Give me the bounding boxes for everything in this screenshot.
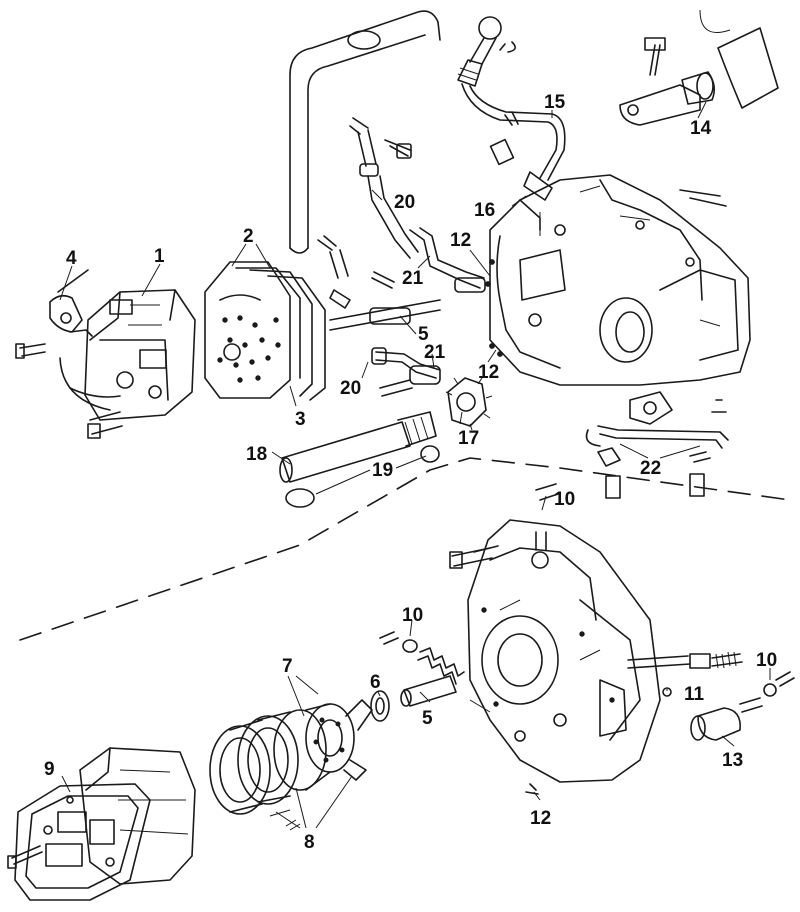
callout-14: 14 bbox=[690, 118, 712, 139]
callout-3: 3 bbox=[295, 409, 306, 430]
callout-18: 18 bbox=[246, 444, 267, 465]
callout-11: 11 bbox=[684, 684, 705, 705]
callout-12-bottom: 12 bbox=[530, 808, 551, 829]
callout-17: 17 bbox=[458, 428, 479, 449]
leader-lines-lower bbox=[61, 495, 771, 829]
hose-set bbox=[317, 117, 486, 397]
callout-16: 16 bbox=[474, 200, 495, 221]
solenoid-connector bbox=[15, 269, 93, 359]
lower-transmission-housing bbox=[449, 519, 661, 783]
callout-6: 6 bbox=[370, 672, 381, 693]
callout-21-lower: 21 bbox=[424, 342, 446, 363]
seal-ring bbox=[370, 690, 390, 722]
callout-10-right: 10 bbox=[756, 650, 777, 671]
section-divider-dashed-line bbox=[19, 457, 791, 641]
callout-13: 13 bbox=[722, 750, 743, 771]
leader-lines-upper bbox=[59, 101, 707, 495]
dipstick-tube-outline bbox=[289, 10, 441, 254]
callout-4: 4 bbox=[66, 248, 77, 269]
callout-20-lower: 20 bbox=[340, 378, 361, 399]
right-side-parts bbox=[525, 483, 795, 795]
lower-assembly bbox=[7, 483, 795, 901]
callout-19: 19 bbox=[372, 460, 393, 481]
callout-5-lower: 5 bbox=[422, 708, 433, 729]
callout-10-left: 10 bbox=[402, 605, 423, 626]
bracket-assembly bbox=[619, 9, 779, 126]
upper-assembly bbox=[15, 9, 779, 508]
lower-valve-body bbox=[7, 747, 196, 901]
callout-10-top: 10 bbox=[554, 489, 575, 510]
callout-15: 15 bbox=[544, 92, 566, 113]
callout-labels: 1 2 3 4 5 5 6 7 8 9 10 10 10 11 12 12 12… bbox=[44, 92, 777, 853]
separator-plates bbox=[204, 261, 326, 401]
callout-20-upper: 20 bbox=[394, 192, 415, 213]
drive-gear bbox=[445, 377, 493, 431]
callout-12-top: 12 bbox=[450, 230, 471, 251]
cooler-pipe bbox=[585, 399, 729, 499]
valve-body-housing bbox=[59, 289, 196, 439]
shaft-and-rings bbox=[279, 411, 440, 508]
spring-assembly bbox=[379, 631, 465, 707]
callout-5-upper: 5 bbox=[418, 324, 429, 345]
callout-22: 22 bbox=[640, 458, 661, 479]
callout-8: 8 bbox=[304, 832, 315, 853]
callout-2: 2 bbox=[243, 226, 254, 247]
callout-7: 7 bbox=[282, 656, 293, 677]
callout-12-middle: 12 bbox=[478, 362, 499, 383]
callout-9: 9 bbox=[44, 759, 55, 780]
callout-1: 1 bbox=[154, 246, 165, 267]
callout-21-upper: 21 bbox=[402, 268, 424, 289]
clutch-pack bbox=[209, 699, 373, 831]
transmission-case bbox=[485, 174, 751, 425]
